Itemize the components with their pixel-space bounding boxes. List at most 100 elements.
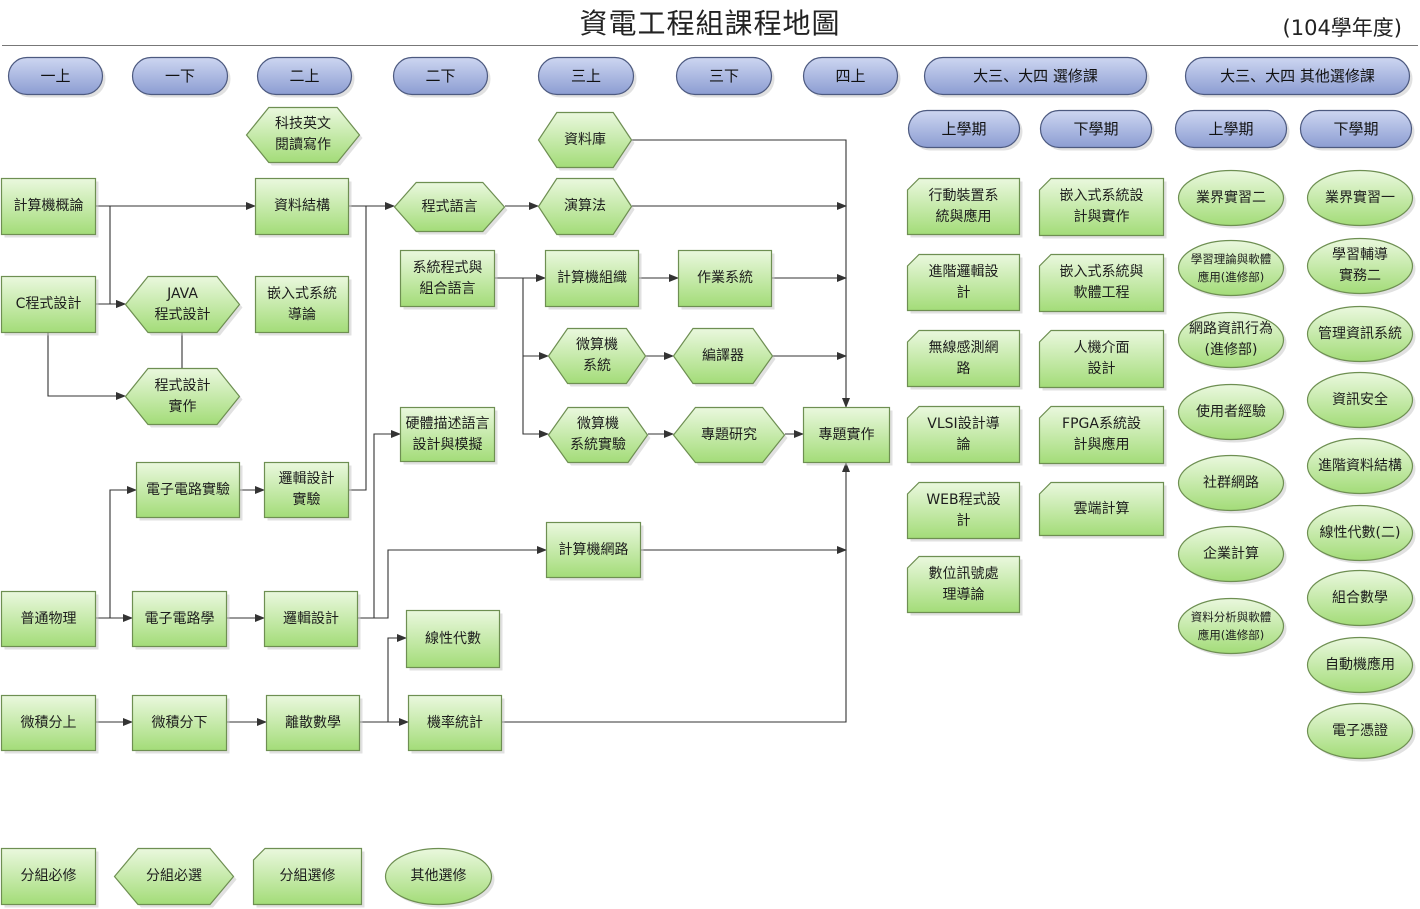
- elective-fall-item: WEB程式設 計: [906, 481, 1023, 542]
- course-net-label: 計算機網路: [558, 541, 629, 558]
- prerequisite-arrow: [358, 430, 401, 619]
- other-spring-item-label: 資訊安全: [1332, 391, 1388, 408]
- semester-header-y3a-label: 三上: [570, 66, 601, 85]
- other-spring-item: 學習輔導 實務二: [1306, 237, 1416, 297]
- semester-header-y1a: 一上: [7, 56, 106, 98]
- course-research-label: 專題研究: [701, 426, 757, 443]
- elective-spring-item-label: 嵌入式系統設 計與實作: [1059, 188, 1144, 225]
- other-fall-item: 業界實習二: [1177, 169, 1287, 229]
- course-compiler: 編譯器: [672, 327, 776, 387]
- term-header-e_spring-label: 下學期: [1073, 119, 1119, 138]
- other-spring-item: 組合數學: [1306, 569, 1416, 629]
- course-micro: 微算機 系統: [547, 327, 649, 387]
- course-prog-prac: 程式設計 實作: [124, 367, 243, 428]
- legend-required-label: 分組必修: [20, 868, 77, 884]
- other-spring-item: 資訊安全: [1306, 371, 1416, 431]
- other-fall-item: 網路資訊行為 (進修部): [1177, 311, 1287, 371]
- course-os-label: 作業系統: [697, 270, 753, 286]
- semester-header-y2a-label: 二上: [289, 66, 320, 85]
- legend-group-elective-label: 分組選修: [279, 868, 336, 884]
- course-ds: 資料結構: [254, 177, 352, 238]
- course-eng-label: 科技英文 閱讀寫作: [275, 116, 331, 153]
- course-c-label: C程式設計: [15, 296, 82, 312]
- semester-header-elective-label: 大三、大四 選修課: [973, 66, 1098, 85]
- elective-fall-item: 無線感測網 路: [906, 329, 1023, 390]
- prerequisite-arrow: [387, 634, 407, 722]
- course-intro-label: 計算機概論: [13, 198, 84, 214]
- course-micro-lab: 微算機 系統實驗: [547, 406, 651, 466]
- course-os: 作業系統: [677, 249, 775, 310]
- other-fall-item: 資料分析與軟體 應用(進修部): [1177, 597, 1287, 657]
- course-calc1: 微積分上: [0, 694, 99, 754]
- course-sysprog-label: 系統程式與 組合語言: [412, 259, 483, 297]
- course-pl: 程式語言: [393, 181, 508, 235]
- term-header-o_spring: 下學期: [1299, 109, 1415, 151]
- other-spring-item-label: 自動機應用: [1325, 656, 1395, 673]
- elective-fall-item-label: 行動裝置系 統與應用: [928, 187, 999, 225]
- term-header-o_spring-label: 下學期: [1333, 119, 1379, 138]
- other-spring-item: 自動機應用: [1306, 636, 1416, 696]
- other-spring-item: 進階資料結構: [1306, 437, 1416, 497]
- course-linalg-label: 線性代數: [425, 630, 481, 647]
- elective-spring-item-label: 雲端計算: [1073, 500, 1130, 517]
- elective-spring-item: 嵌入式系統設 計與實作: [1038, 177, 1167, 239]
- elective-fall-item: 數位訊號處 理導論: [906, 555, 1023, 616]
- other-fall-item-label: 網路資訊行為 (進修部): [1189, 321, 1273, 358]
- page-title: 資電工程組課程地圖: [579, 7, 841, 40]
- course-research: 專題研究: [672, 406, 788, 466]
- course-emb-intro: 嵌入式系統 導論: [254, 275, 352, 336]
- semester-header-y4a: 四上: [802, 56, 901, 98]
- prerequisite-arrow: [109, 486, 137, 618]
- elective-fall-item-label: WEB程式設 計: [926, 491, 1001, 529]
- other-spring-item: 電子憑證: [1306, 702, 1416, 762]
- other-spring-item-label: 學習輔導 實務二: [1332, 247, 1388, 284]
- legend-required-elective: 分組必選: [113, 847, 237, 908]
- elective-spring-item: FPGA系統設 計與應用: [1038, 405, 1167, 467]
- course-co: 計算機組織: [544, 249, 642, 310]
- course-intro: 計算機概論: [0, 177, 99, 238]
- semester-header-y3a: 三上: [537, 56, 637, 98]
- course-ds-label: 資料結構: [274, 198, 330, 214]
- term-header-o_fall-label: 上學期: [1208, 119, 1254, 138]
- term-header-e_fall: 上學期: [907, 109, 1023, 151]
- other-fall-item: 企業計算: [1177, 525, 1287, 585]
- other-spring-item: 線性代數(二): [1306, 504, 1416, 564]
- course-logic-lab-label: 邏輯設計 實驗: [278, 471, 335, 508]
- elective-fall-item: 行動裝置系 統與應用: [906, 177, 1023, 238]
- course-micro-lab-label: 微算機 系統實驗: [570, 416, 626, 453]
- prerequisite-arrow: [47, 333, 126, 400]
- elective-spring-item: 嵌入式系統與 軟體工程: [1038, 253, 1167, 315]
- semester-header-y2a: 二上: [256, 56, 355, 98]
- term-header-e_fall-label: 上學期: [941, 119, 987, 138]
- legend-group-elective: 分組選修: [252, 847, 365, 908]
- course-logic-label: 邏輯設計: [283, 610, 339, 627]
- other-fall-item-label: 業界實習二: [1196, 189, 1266, 206]
- course-pl-label: 程式語言: [421, 198, 478, 215]
- course-discrete: 離散數學: [265, 694, 363, 754]
- elective-fall-item: VLSI設計導 論: [906, 405, 1023, 466]
- course-c: C程式設計: [0, 275, 99, 336]
- academic-year: (104學年度): [1282, 16, 1402, 40]
- course-micro-label: 微算機 系統: [576, 337, 618, 374]
- prerequisite-arrow: [502, 462, 850, 723]
- semester-header-elective: 大三、大四 選修課: [923, 56, 1150, 98]
- course-logic-lab: 邏輯設計 實驗: [263, 461, 352, 521]
- term-header-e_spring: 下學期: [1039, 109, 1155, 151]
- semester-header-y1b-label: 一下: [164, 66, 195, 85]
- elective-spring-item-label: 嵌入式系統與 軟體工程: [1059, 264, 1144, 301]
- course-linalg: 線性代數: [405, 609, 503, 671]
- course-project-label: 專題實作: [818, 426, 875, 443]
- elective-fall-item-label: 進階邏輯設 計: [928, 263, 999, 301]
- other-fall-item-label: 資料分析與軟體 應用(進修部): [1190, 610, 1272, 642]
- course-calc1-label: 微積分上: [20, 714, 77, 731]
- elective-fall-item-label: VLSI設計導 論: [927, 415, 1000, 453]
- elective-fall-item-label: 數位訊號處 理導論: [928, 565, 999, 603]
- course-net: 計算機網路: [545, 521, 644, 581]
- other-spring-item: 管理資訊系統: [1306, 305, 1416, 365]
- course-logic: 邏輯設計: [263, 590, 361, 650]
- other-fall-item-label: 學習理論與軟體 應用(進修部): [1190, 252, 1272, 284]
- other-fall-item-label: 社群網路: [1203, 474, 1259, 491]
- other-spring-item-label: 業界實習一: [1325, 189, 1395, 206]
- course-prog-prac-label: 程式設計 實作: [154, 377, 211, 415]
- course-hdl: 硬體描述語言 設計與模擬: [399, 406, 498, 465]
